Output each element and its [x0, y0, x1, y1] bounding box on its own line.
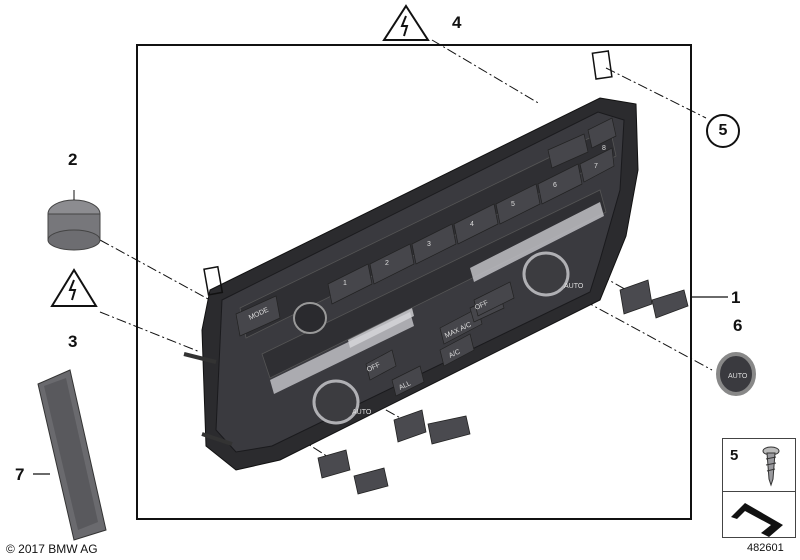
callout-7: 7 — [15, 465, 25, 484]
leader-4 — [431, 39, 541, 105]
knob-cap-part: AUTO — [716, 352, 756, 396]
callout-6: 6 — [733, 316, 743, 335]
leader-3 — [99, 311, 201, 353]
svg-text:AUTO: AUTO — [728, 373, 748, 380]
auto-left-label[interactable]: AUTO — [352, 409, 372, 416]
callout-5-circled: 5 — [706, 114, 740, 148]
screw-icon — [762, 446, 780, 487]
preset-5-label[interactable]: 5 — [511, 201, 515, 208]
preset-1-label[interactable]: 1 — [343, 280, 347, 287]
copyright-text: © 2017 BMW AG — [6, 542, 98, 556]
temperature-knob-left[interactable] — [312, 379, 360, 425]
all-label[interactable]: ALL — [398, 380, 412, 392]
leader-6 — [567, 291, 713, 371]
temperature-knob-right[interactable] — [522, 251, 570, 297]
knob-ring-part — [47, 190, 101, 251]
callout-2: 2 — [68, 150, 78, 169]
ac-label[interactable]: A/C — [448, 349, 462, 360]
trim-strip-part — [37, 369, 107, 541]
loose-buttons — [317, 279, 689, 495]
leader-2 — [99, 239, 211, 301]
preset-2-label[interactable]: 2 — [385, 260, 389, 267]
legend-item-number: 5 — [730, 447, 739, 464]
arrow-bracket-icon — [731, 503, 783, 537]
callout-4: 4 — [452, 13, 462, 32]
screw-legend: 5 — [722, 438, 796, 538]
callout-1: 1 — [731, 288, 741, 307]
preset-6-label[interactable]: 6 — [553, 182, 557, 189]
assembly-frame — [136, 44, 692, 520]
preset-3-label[interactable]: 3 — [427, 241, 431, 248]
callout-3: 3 — [68, 332, 78, 351]
warning-electrical-icon — [50, 268, 98, 307]
reference-number: 482601 — [747, 542, 784, 554]
leader-5 — [605, 67, 707, 119]
preset-4-label[interactable]: 4 — [470, 221, 474, 228]
auto-right-label[interactable]: AUTO — [564, 283, 584, 290]
preset-7-label[interactable]: 7 — [594, 163, 598, 170]
legend-divider — [723, 491, 795, 492]
warning-electrical-icon — [382, 4, 430, 41]
volume-knob[interactable] — [293, 302, 327, 334]
preset-8-label[interactable]: 8 — [602, 145, 606, 152]
climate-control-panel: MODE 1 2 3 4 5 6 7 8 OFF MAX A/C OFF A/C… — [183, 50, 639, 471]
